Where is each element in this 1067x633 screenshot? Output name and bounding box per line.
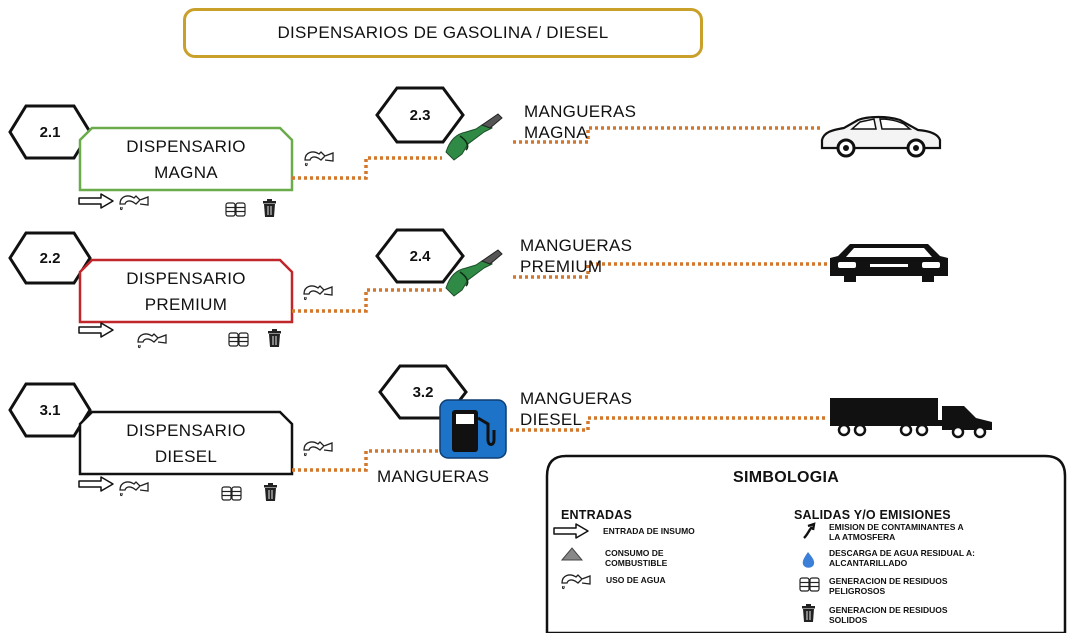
dispenser-label-magna: DISPENSARIO MAGNA: [82, 132, 290, 188]
diagram-title: DISPENSARIOS DE GASOLINA / DIESEL: [183, 8, 703, 58]
dispenser-id-2-2: 2.2: [39, 249, 61, 267]
legend-item-line1: GENERACION DE RESIDUOS: [829, 576, 948, 586]
hexagon-2-3: [375, 86, 465, 144]
arrow-outline-icon: [78, 193, 114, 209]
barrels-icon: [221, 486, 242, 501]
hose-id-2-3: 2.3: [409, 106, 431, 124]
faucet-icon: [303, 285, 333, 301]
dispensario-premium-box: [78, 258, 294, 324]
truck-icon: [830, 398, 992, 439]
legend-item-line1: DESCARGA DE AGUA RESIDUAL A:: [829, 548, 975, 558]
hose-label-magna: MANGUERAS MAGNA: [524, 101, 636, 143]
car-sport-icon: [820, 115, 942, 158]
legend-title: SIMBOLOGIA: [733, 469, 840, 486]
legend-output-item: GENERACION DE RESIDUOS PELIGROSOS: [829, 576, 948, 596]
dispensario-magna-box: [78, 126, 294, 192]
hose-label-premium: MANGUERAS PREMIUM: [520, 235, 632, 277]
legend-input-item: ENTRADA DE INSUMO: [603, 526, 695, 536]
legend-inputs-header: ENTRADAS: [561, 508, 633, 522]
trash-can-icon: [262, 198, 277, 218]
faucet-icon: [119, 195, 149, 211]
trash-can-icon: [801, 603, 816, 623]
connector-row-3: [292, 416, 828, 472]
dispenser-label-line1: DISPENSARIO: [126, 137, 246, 156]
arrow-outline-icon: [78, 476, 114, 492]
legend-output-item: DESCARGA DE AGUA RESIDUAL A: ALCANTARILL…: [829, 548, 975, 568]
hose-label-line1: MANGUERAS: [520, 236, 633, 255]
pump-caption: MANGUERAS: [377, 467, 490, 486]
hose-label-line2: DIESEL: [520, 410, 583, 429]
legend-item-line1: EMISION DE CONTAMINANTES A: [829, 522, 964, 532]
hexagon-2-2: [8, 231, 92, 285]
faucet-icon: [119, 481, 149, 497]
hexagon-2-4: [375, 228, 465, 284]
car-front-icon: [830, 244, 948, 282]
trash-can-icon: [267, 328, 282, 348]
legend-input-item: CONSUMO DE COMBUSTIBLE: [605, 548, 667, 568]
legend-item-line2: SOLIDOS: [829, 615, 868, 625]
dispenser-label-diesel: DISPENSARIO DIESEL: [82, 416, 290, 472]
legend-item-line1: GENERACION DE RESIDUOS: [829, 605, 948, 615]
barrels-icon: [225, 202, 246, 217]
barrels-icon: [799, 577, 820, 592]
legend-item-line2: PELIGROSOS: [829, 586, 886, 596]
water-drop-icon: [802, 552, 815, 568]
triangle-icon: [560, 547, 584, 561]
hose-label-line2: PREMIUM: [520, 257, 603, 276]
dispenser-label-line1: DISPENSARIO: [126, 269, 246, 288]
hose-label-line2: MAGNA: [524, 123, 588, 142]
faucet-icon: [137, 333, 167, 349]
legend-item-line1: ENTRADA DE INSUMO: [603, 526, 695, 536]
hose-id-3-2: 3.2: [412, 383, 434, 401]
hose-label-diesel: MANGUERAS DIESEL: [520, 388, 632, 430]
trash-can-icon: [263, 482, 278, 502]
fuel-pump-icon: [439, 399, 507, 459]
legend-outputs-header: SALIDAS Y/O EMISIONES: [794, 508, 951, 522]
dispensario-diesel-box: [78, 410, 294, 476]
legend-item-line2: ALCANTARILLADO: [829, 558, 908, 568]
hose-label-line1: MANGUERAS: [520, 389, 633, 408]
legend-output-item: EMISION DE CONTAMINANTES A LA ATMOSFERA: [829, 522, 964, 542]
barrels-icon: [228, 332, 249, 347]
faucet-icon: [303, 441, 333, 457]
connector-row-1: [292, 126, 822, 180]
legend-input-item: USO DE AGUA: [606, 575, 666, 585]
dispenser-id-3-1: 3.1: [39, 401, 61, 419]
dispenser-label-line2: MAGNA: [154, 163, 218, 182]
hose-id-2-4: 2.4: [409, 247, 431, 265]
legend-box: [545, 454, 1067, 633]
hexagon-3-1: [8, 382, 92, 438]
legend-item-line2: COMBUSTIBLE: [605, 558, 668, 568]
legend-item-line1: CONSUMO DE: [605, 548, 664, 558]
hose-label-line1: MANGUERAS: [524, 102, 637, 121]
dispenser-id-2-1: 2.1: [39, 123, 61, 141]
arrow-outline-icon: [78, 322, 114, 338]
dispenser-label-line1: DISPENSARIO: [126, 421, 246, 440]
dispenser-label-line2: PREMIUM: [144, 295, 228, 314]
emission-arrow-icon: [803, 522, 816, 539]
faucet-icon: [304, 151, 334, 167]
legend-item-line1: USO DE AGUA: [606, 575, 666, 585]
legend-item-line2: LA ATMOSFERA: [829, 532, 896, 542]
dispenser-label-line2: DIESEL: [154, 447, 218, 466]
dispenser-label-premium: DISPENSARIO PREMIUM: [82, 264, 290, 320]
connector-row-2: [292, 262, 828, 313]
legend-output-item: GENERACION DE RESIDUOS SOLIDOS: [829, 605, 948, 625]
